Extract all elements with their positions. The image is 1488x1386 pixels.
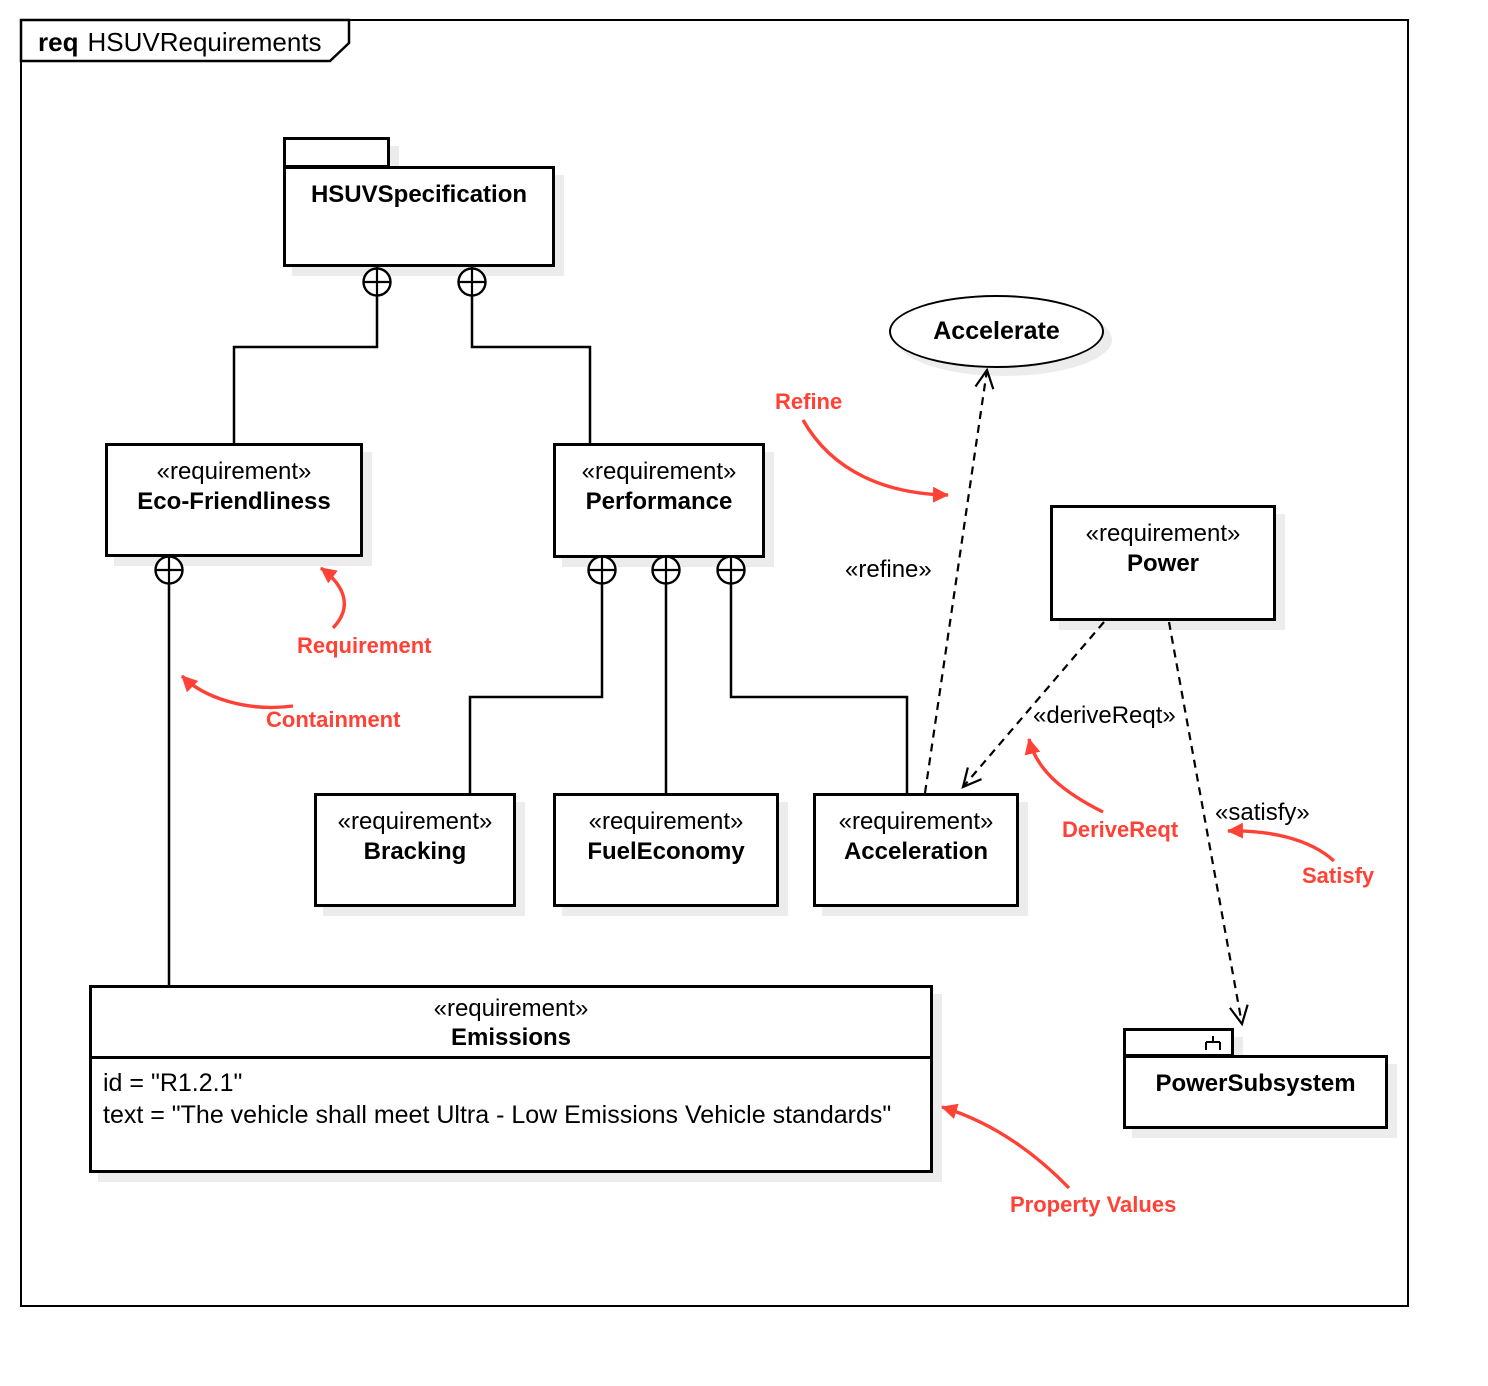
package-powersubsystem-tab [1123,1028,1234,1057]
requirement-fueleconomy: «requirement» FuelEconomy [553,793,779,907]
requirement-name: Eco-Friendliness [137,488,331,515]
frame-name-label: HSUVRequirements [87,27,322,57]
satisfy-edge-label: «satisfy» [1215,799,1310,826]
requirement-name: Bracking [363,838,467,865]
frame-title: req HSUVRequirements [38,27,322,58]
package-hsuvspecification: HSUVSpecification [283,166,555,267]
requirement-name: FuelEconomy [587,838,745,865]
requirement-bracking: «requirement» Bracking [314,793,516,907]
requirement-name: Power [1126,550,1200,577]
requirement-performance: «requirement» Performance [553,443,765,558]
stereotype-label: «requirement» [581,458,737,485]
annotation-property-values: Property Values [1010,1192,1177,1217]
emissions-properties: id = "R1.2.1" text = "The vehicle shall … [92,1059,930,1139]
usecase-accelerate: Accelerate [889,295,1104,368]
stereotype-label: «requirement» [838,808,994,835]
annotation-refine: Refine [775,389,843,414]
stereotype-label: «requirement» [156,458,312,485]
stereotype-label: «requirement» [1085,520,1241,547]
requirement-emissions: «requirement» Emissions id = "R1.2.1" te… [89,985,933,1173]
refine-edge-label: «refine» [845,556,932,583]
requirement-name: Emissions [450,1024,572,1051]
requirement-power: «requirement» Power [1050,505,1276,621]
diagram-frame [20,19,1409,1307]
requirement-acceleration: «requirement» Acceleration [813,793,1019,907]
package-name: HSUVSpecification [310,181,528,208]
requirement-name: Acceleration [843,838,989,865]
package-hsuvspecification-tab [283,137,390,168]
annotation-requirement: Requirement [297,633,432,658]
requirement-name: Performance [585,488,733,515]
component-icon [1205,1036,1221,1050]
requirement-eco-friendliness: «requirement» Eco-Friendliness [105,443,363,557]
annotation-satisfy: Satisfy [1302,863,1375,888]
package-powersubsystem: PowerSubsystem [1123,1055,1388,1129]
annotation-derivereqt: DeriveReqt [1062,817,1179,842]
stereotype-label: «requirement» [433,995,589,1022]
frame-kind-label: req [38,27,79,57]
property-id: id = "R1.2.1" [103,1069,243,1097]
annotation-containment: Containment [266,707,401,732]
stereotype-label: «requirement» [588,808,744,835]
usecase-name: Accelerate [933,317,1060,345]
stereotype-label: «requirement» [337,808,493,835]
emissions-header: «requirement» Emissions [92,988,930,1059]
package-name: PowerSubsystem [1155,1070,1356,1097]
property-text: text = "The vehicle shall meet Ultra - L… [103,1101,892,1129]
derivereqt-edge-label: «deriveReqt» [1033,702,1176,729]
